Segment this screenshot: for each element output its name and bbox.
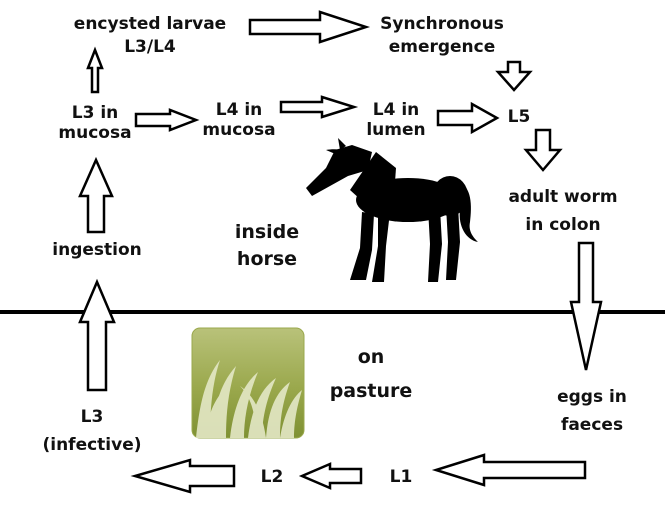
- l3-infective-line2: (infective): [42, 435, 142, 455]
- l4-mucosa-line1: L4 in: [215, 100, 263, 120]
- adult-line2: in colon: [525, 215, 601, 235]
- pasture-line2: pasture: [329, 380, 413, 402]
- eggs-in-faeces-label: eggs in faeces: [557, 383, 627, 439]
- l3-infective-label: L3 (infective): [42, 403, 141, 459]
- arrow-adult-to-eggs: [569, 241, 603, 371]
- l4-lumen-line2: lumen: [366, 120, 426, 140]
- l4-mucosa-line2: mucosa: [202, 120, 276, 140]
- arrow-l2-to-l3-infective: [130, 458, 236, 494]
- grass-tile-icon: [191, 327, 305, 439]
- arrow-l3-infective-to-ingestion: [78, 278, 116, 392]
- arrow-ingestion-to-l3-mucosa: [78, 156, 114, 234]
- inside-horse-label: inside horse: [235, 219, 299, 273]
- adult-worm-label: adult worm in colon: [508, 183, 617, 239]
- eggs-line1: eggs in: [557, 387, 627, 407]
- encysted-line1: encysted larvae: [73, 14, 227, 34]
- inside-line2: horse: [236, 248, 298, 270]
- l4-in-mucosa-label: L4 in mucosa: [202, 100, 275, 140]
- pasture-line1: on: [357, 346, 385, 368]
- arrow-eggs-to-l1: [431, 453, 587, 487]
- l3-infective-line1: L3: [80, 407, 104, 427]
- l3-mucosa-line2: mucosa: [58, 123, 132, 143]
- arrow-l1-to-l2: [298, 462, 363, 490]
- on-pasture-label: on pasture: [330, 340, 413, 408]
- l1-label: L1: [389, 467, 413, 487]
- ingestion-label: ingestion: [52, 240, 142, 260]
- horse-silhouette-icon: [306, 138, 478, 282]
- l2-label: L2: [260, 467, 284, 487]
- l3-mucosa-line1: L3 in: [71, 103, 119, 123]
- arrow-lumen-to-l5: [436, 101, 500, 135]
- synchronous-line1: Synchronous: [380, 14, 504, 34]
- synchronous-line2: emergence: [388, 37, 496, 57]
- l5-label: L5: [507, 107, 531, 127]
- l4-lumen-line1: L4 in: [372, 100, 420, 120]
- arrow-l3-mucosa-to-encysted: [86, 46, 104, 94]
- arrow-l5-to-adult: [523, 128, 563, 172]
- arrow-l4-mucosa-to-lumen: [279, 95, 359, 119]
- arrow-emergence-to-l5: [495, 60, 533, 92]
- encysted-larvae-label: encysted larvae L3/L4: [74, 14, 226, 57]
- arrow-encysted-to-emergence: [248, 10, 371, 44]
- l4-in-lumen-label: L4 in lumen: [366, 100, 425, 140]
- adult-line1: adult worm: [508, 187, 618, 207]
- l3-in-mucosa-label: L3 in mucosa: [58, 103, 131, 143]
- arrow-l3-to-l4-mucosa: [134, 108, 200, 132]
- synchronous-emergence-label: Synchronous emergence: [380, 14, 504, 57]
- eggs-line2: faeces: [560, 415, 624, 435]
- encysted-line2: L3/L4: [124, 37, 176, 57]
- inside-line1: inside: [234, 221, 300, 243]
